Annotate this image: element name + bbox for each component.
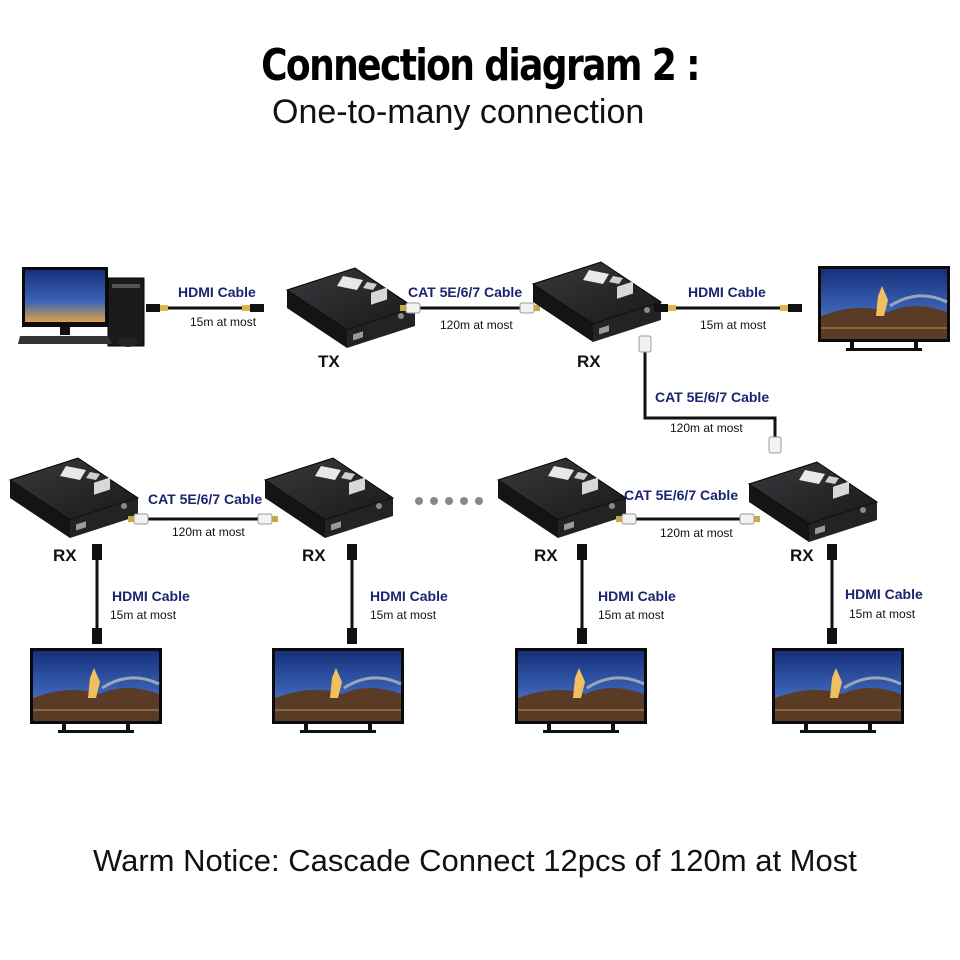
label-hdmi-cable: HDMI Cable xyxy=(845,586,923,602)
rx-extender-top xyxy=(532,261,662,343)
label-hdmi-length: 15m at most xyxy=(598,608,665,622)
hdmi-cables-bottom xyxy=(92,544,837,644)
label-hdmi-length: 15m at most xyxy=(190,315,257,329)
label-cat-cable: CAT 5E/6/7 Cable xyxy=(624,487,738,503)
label-hdmi-length: 15m at most xyxy=(110,608,177,622)
rx-extender-3 xyxy=(497,457,627,539)
footer-notice: Warm Notice: Cascade Connect 12pcs of 12… xyxy=(93,843,857,878)
label-rx: RX xyxy=(534,546,558,565)
label-cat-cable: CAT 5E/6/7 Cable xyxy=(655,389,769,405)
cat-cable-bottom-1 xyxy=(127,513,279,525)
cat-cable-tx-rx xyxy=(399,302,541,314)
cat-cable-cascade xyxy=(638,335,782,454)
tv-top-right xyxy=(816,264,952,353)
label-cat-length: 120m at most xyxy=(670,421,743,435)
label-rx: RX xyxy=(53,546,77,565)
label-hdmi-cable: HDMI Cable xyxy=(688,284,766,300)
page-title: Connection diagram 2 : xyxy=(261,40,700,91)
hdmi-cable-top xyxy=(654,304,802,312)
continuation-dots xyxy=(415,497,483,505)
rx-extender-1 xyxy=(9,457,139,539)
page-subtitle: One-to-many connection xyxy=(272,93,645,131)
tv-bottom-2 xyxy=(270,646,406,735)
label-hdmi-cable: HDMI Cable xyxy=(112,588,190,604)
rx-extender-2 xyxy=(264,457,394,539)
source-computer xyxy=(18,267,145,347)
label-hdmi-length: 15m at most xyxy=(849,607,916,621)
label-tx: TX xyxy=(318,352,340,371)
label-cat-length: 120m at most xyxy=(440,318,513,332)
hdmi-cable-source xyxy=(146,304,264,312)
label-hdmi-length: 15m at most xyxy=(700,318,767,332)
tv-bottom-4 xyxy=(770,646,906,735)
label-hdmi-cable: HDMI Cable xyxy=(598,588,676,604)
label-rx: RX xyxy=(302,546,326,565)
label-cat-length: 120m at most xyxy=(172,525,245,539)
label-cat-cable: CAT 5E/6/7 Cable xyxy=(408,284,522,300)
label-cat-length: 120m at most xyxy=(660,526,733,540)
label-hdmi-cable: HDMI Cable xyxy=(370,588,448,604)
label-hdmi-length: 15m at most xyxy=(370,608,437,622)
tx-extender xyxy=(286,267,416,349)
label-hdmi-cable: HDMI Cable xyxy=(178,284,256,300)
cat-cable-bottom-2 xyxy=(615,513,761,525)
label-rx: RX xyxy=(577,352,601,371)
label-cat-cable: CAT 5E/6/7 Cable xyxy=(148,491,262,507)
tv-bottom-3 xyxy=(513,646,649,735)
tv-bottom-1 xyxy=(28,646,164,735)
rx-extender-4 xyxy=(748,461,878,543)
label-rx: RX xyxy=(790,546,814,565)
